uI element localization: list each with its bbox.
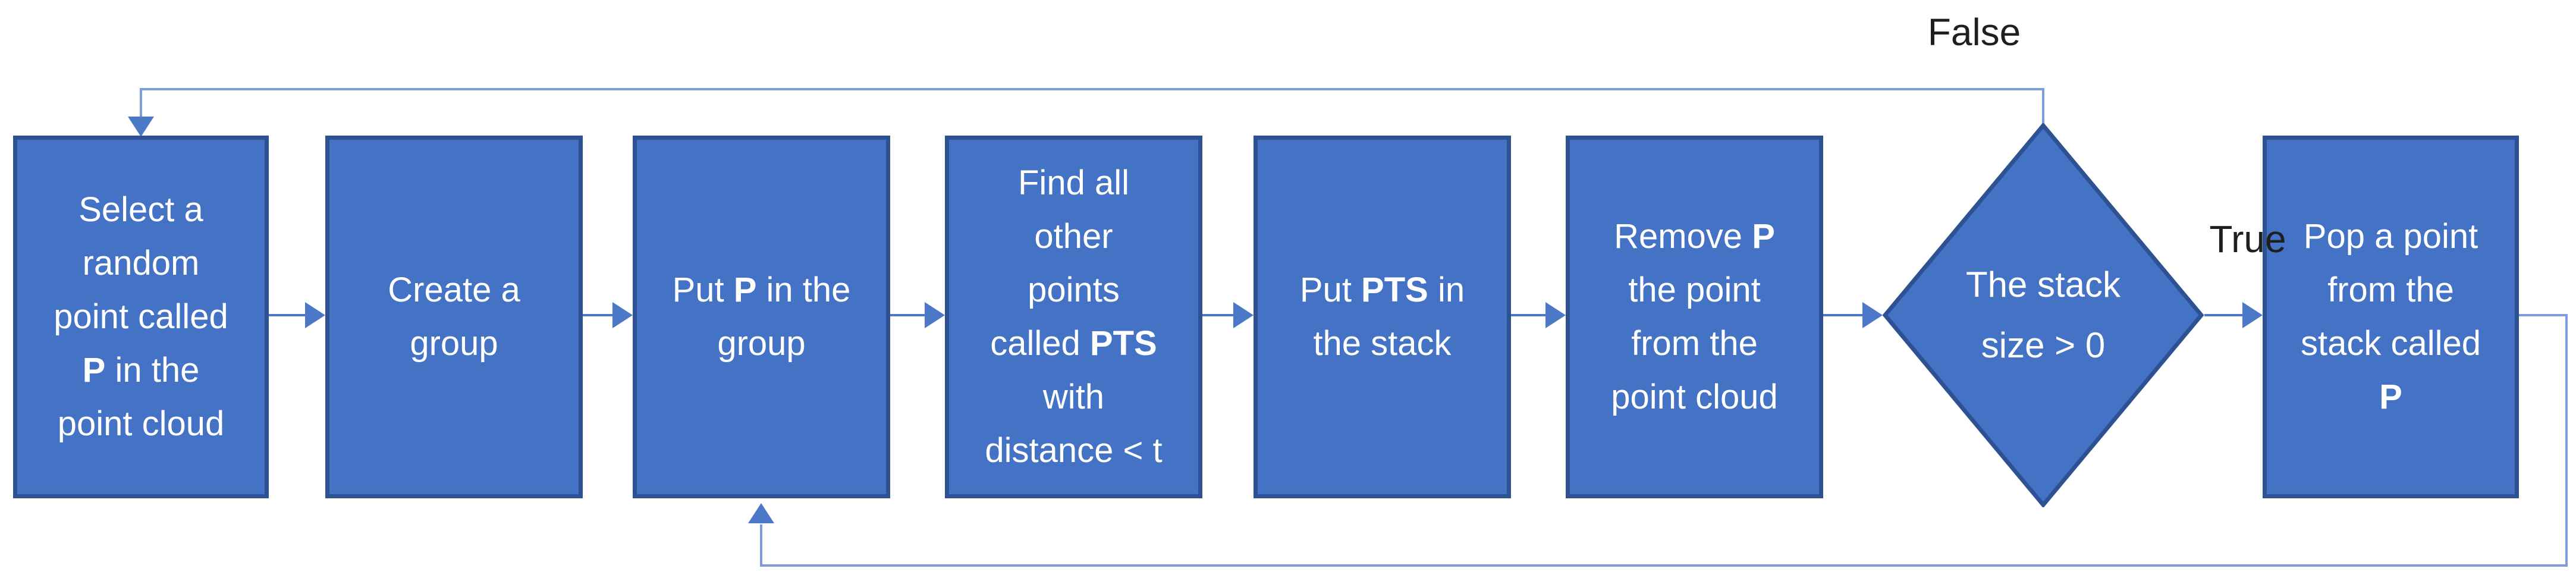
edge-remove-to-check-arrowhead [1862,302,1883,328]
edge-find-to-putpts-arrowhead [1233,302,1254,328]
edge-label-false: False [1927,11,2021,54]
edge-check-to-select-arrowhead [128,117,154,137]
edge-check-to-select-line [140,88,2044,124]
edge-putpts-to-remove-arrowhead [1545,302,1566,328]
edge-putp-to-find-arrowhead [925,302,945,328]
edge-select-to-create-arrowhead [305,302,325,328]
edge-label-true: True [2209,218,2286,260]
decision-diamond-shape [1883,123,2204,507]
edge-check-to-pop-arrowhead [2242,302,2263,328]
edge-pop-to-putp-arrowhead [748,503,774,523]
decision-diamond-polygon [1883,123,2204,507]
edge-create-to-putp-arrowhead [612,302,633,328]
edge-pop-to-putp-line [760,314,2568,567]
